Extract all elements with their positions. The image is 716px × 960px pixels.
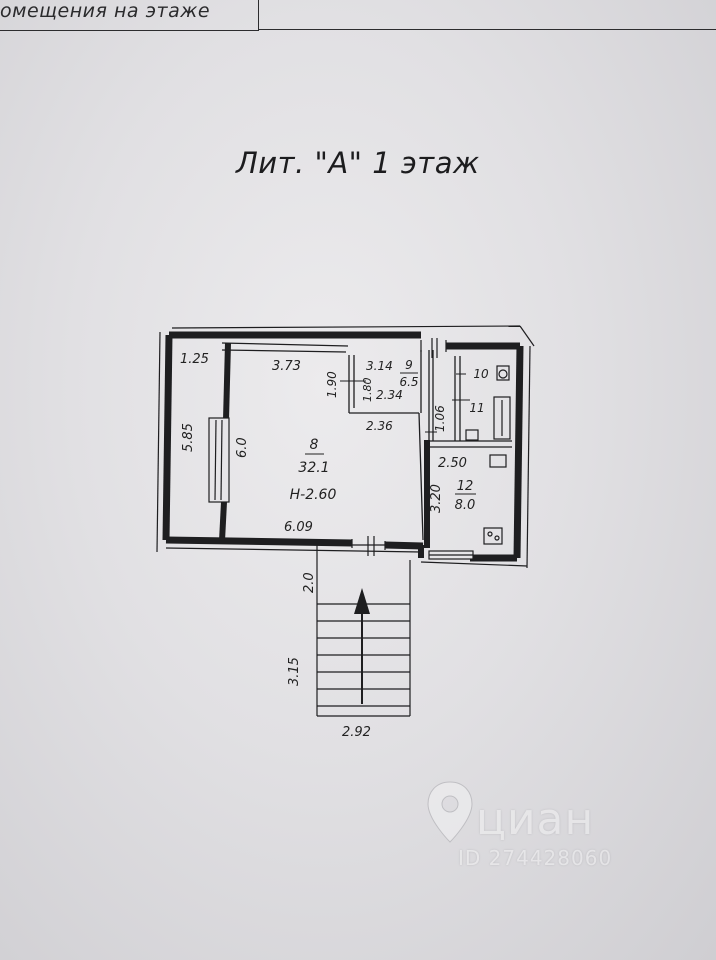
- stove-fixture: [483, 527, 503, 545]
- room-12-number: 12: [457, 479, 474, 494]
- door-top: [420, 338, 447, 358]
- entrance-door: [340, 536, 395, 556]
- dim-room12-height: 3.20: [429, 484, 444, 513]
- bathtub-fixture: [493, 396, 511, 440]
- cian-watermark: циан ID 274428060: [420, 770, 660, 880]
- stairs: [316, 545, 411, 717]
- dimension-ticks: [340, 373, 470, 433]
- room-8-label: 8 32.1 H-2.60: [290, 437, 337, 503]
- dim-room12-width: 2.50: [438, 456, 467, 471]
- partition-lines: [221, 342, 521, 541]
- room-8-area: 32.1: [298, 460, 329, 476]
- sink-fixture: [465, 429, 507, 468]
- header-rule: [258, 29, 716, 30]
- watermark-brand: циан: [476, 794, 595, 845]
- inner-walls: [219, 342, 430, 558]
- dim-room9-bottom: 2.36: [366, 419, 393, 433]
- room-12-area: 8.0: [455, 498, 476, 513]
- dim-room12-top-side: 1.06: [433, 405, 447, 432]
- dim-room8-height: 6.0: [235, 437, 250, 458]
- dim-room9-height: 1.90: [325, 371, 339, 398]
- room-9-number: 9: [405, 358, 413, 372]
- room-12-label: 12 8.0: [455, 479, 476, 513]
- room-10-number: 10: [473, 367, 489, 381]
- room-8-number: 8: [310, 437, 319, 453]
- header-text: омещения на этаже: [0, 0, 211, 22]
- header-table-cell: [0, 0, 259, 31]
- dim-stairs-length: 2.0: [302, 572, 317, 593]
- floor-plan-title: Лит. "А" 1 этаж: [236, 146, 480, 180]
- dim-room8-top: 3.73: [272, 359, 301, 374]
- dim-stairs-width: 2.92: [342, 725, 371, 740]
- dim-room9-inner: 1.80: [361, 378, 374, 403]
- dim-room8-bottom: 6.09: [284, 520, 313, 535]
- dim-stairs-run: 3.15: [287, 657, 302, 686]
- room-8-ceiling-height: H-2.60: [290, 487, 337, 503]
- stairs-arrow-icon: [354, 588, 370, 614]
- dim-room9-side: 2.34: [376, 388, 403, 402]
- room-11-number: 11: [469, 401, 484, 415]
- window-left: [208, 417, 230, 503]
- outer-wall-lines: [156, 325, 535, 569]
- dim-left-corridor-width: 1.25: [180, 352, 209, 367]
- dim-room9-width: 3.14: [366, 359, 393, 373]
- window-bottom: [428, 550, 474, 560]
- toilet-fixture: [496, 365, 510, 381]
- dim-left-corridor-length: 5.85: [181, 423, 196, 452]
- room-9-label: 9 6.5: [399, 358, 418, 389]
- location-pin-icon: [427, 781, 473, 843]
- room-9-area: 6.5: [399, 375, 418, 389]
- watermark-id: ID 274428060: [458, 846, 613, 870]
